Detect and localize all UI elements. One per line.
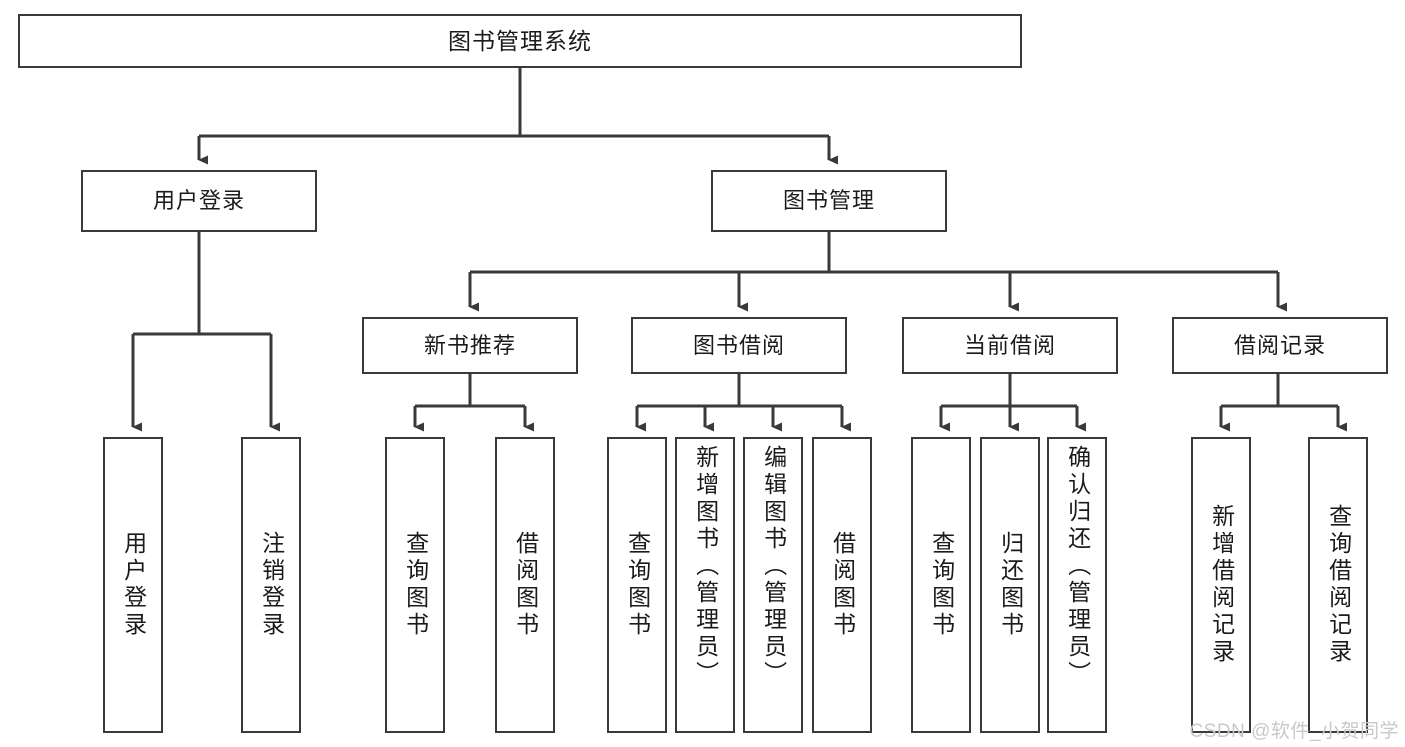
node-leaf-query-book-3-label: 查询图书 xyxy=(928,531,955,639)
node-leaf-add-record[interactable]: 新增借阅记录 xyxy=(1191,437,1251,733)
node-leaf-borrow-book-2-label: 借阅图书 xyxy=(829,531,856,639)
node-leaf-borrow-book-2[interactable]: 借阅图书 xyxy=(812,437,872,733)
node-leaf-borrow-book-1[interactable]: 借阅图书 xyxy=(495,437,555,733)
node-root-label: 图书管理系统 xyxy=(448,27,592,54)
node-leaf-confirm-return[interactable]: 确认归还（管理员） xyxy=(1047,437,1107,733)
node-book-borrow[interactable]: 图书借阅 xyxy=(631,317,847,374)
node-leaf-user-logout[interactable]: 注销登录 xyxy=(241,437,301,733)
node-leaf-query-book-2-label: 查询图书 xyxy=(624,531,651,639)
node-leaf-borrow-book-1-label: 借阅图书 xyxy=(512,531,539,639)
node-leaf-user-login[interactable]: 用户登录 xyxy=(103,437,163,733)
node-user-login[interactable]: 用户登录 xyxy=(81,170,317,232)
node-new-book-recommend[interactable]: 新书推荐 xyxy=(362,317,578,374)
node-leaf-confirm-return-label: 确认归还（管理员） xyxy=(1064,445,1091,688)
watermark-text: CSDN @软件_小贺同学 xyxy=(1189,721,1399,742)
node-leaf-query-book-3[interactable]: 查询图书 xyxy=(911,437,971,733)
node-leaf-query-record[interactable]: 查询借阅记录 xyxy=(1308,437,1368,733)
node-leaf-return-book[interactable]: 归还图书 xyxy=(980,437,1040,733)
node-leaf-add-record-label: 新增借阅记录 xyxy=(1208,504,1235,666)
node-leaf-query-book-2[interactable]: 查询图书 xyxy=(607,437,667,733)
node-user-login-label: 用户登录 xyxy=(152,188,245,214)
node-leaf-edit-book[interactable]: 编辑图书（管理员） xyxy=(743,437,803,733)
node-leaf-add-book[interactable]: 新增图书（管理员） xyxy=(675,437,735,733)
node-borrow-record-label: 借阅记录 xyxy=(1233,332,1326,358)
node-new-book-recommend-label: 新书推荐 xyxy=(423,332,516,358)
node-book-management[interactable]: 图书管理 xyxy=(711,170,947,232)
node-leaf-user-logout-label: 注销登录 xyxy=(258,531,285,639)
node-leaf-user-login-label: 用户登录 xyxy=(120,531,147,639)
node-leaf-return-book-label: 归还图书 xyxy=(997,531,1024,639)
node-leaf-query-book-1[interactable]: 查询图书 xyxy=(385,437,445,733)
node-root[interactable]: 图书管理系统 xyxy=(18,14,1022,68)
node-book-borrow-label: 图书借阅 xyxy=(692,332,785,358)
node-leaf-query-book-1-label: 查询图书 xyxy=(402,531,429,639)
node-leaf-edit-book-label: 编辑图书（管理员） xyxy=(760,445,787,688)
node-leaf-query-record-label: 查询借阅记录 xyxy=(1325,504,1352,666)
node-leaf-add-book-label: 新增图书（管理员） xyxy=(692,445,719,688)
node-current-borrow-label: 当前借阅 xyxy=(963,332,1056,358)
node-book-management-label: 图书管理 xyxy=(782,188,875,214)
node-borrow-record[interactable]: 借阅记录 xyxy=(1172,317,1388,374)
node-current-borrow[interactable]: 当前借阅 xyxy=(902,317,1118,374)
